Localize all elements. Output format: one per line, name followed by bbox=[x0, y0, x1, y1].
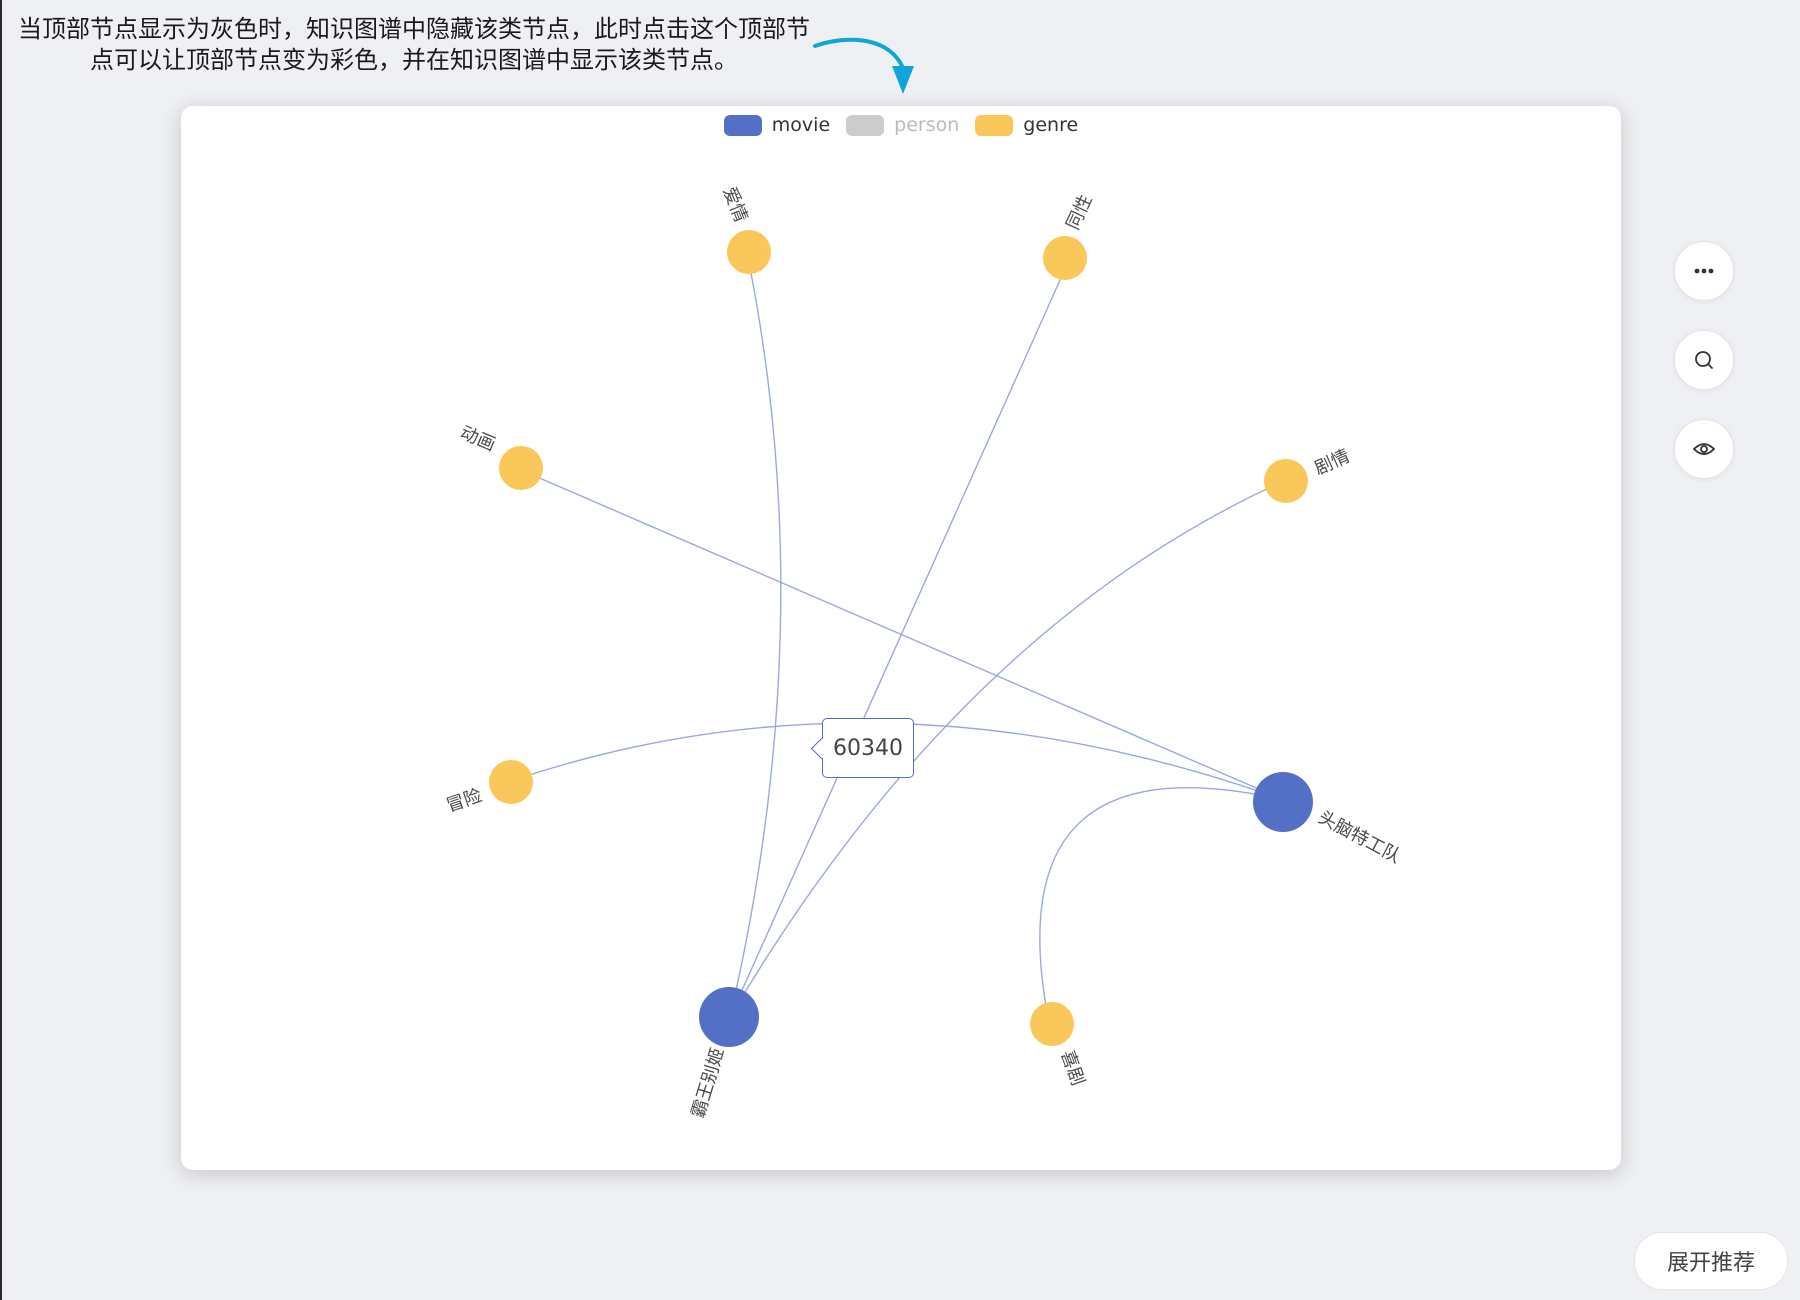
knowledge-graph: 爱情 同性 动画 剧情 冒险 喜剧 头脑特工队 霸王别姬 bbox=[444, 184, 1404, 1120]
graph-panel: movie person genre 爱情 同性 动画 剧情 bbox=[181, 106, 1621, 1170]
legend-swatch-person bbox=[846, 114, 885, 136]
node-label-maoxian: 冒险 bbox=[444, 785, 485, 817]
edge-naotou-donghua bbox=[520, 469, 1285, 801]
node-label-tongxing: 同性 bbox=[1062, 192, 1096, 234]
more-button[interactable] bbox=[1674, 241, 1734, 301]
legend: movie person genre bbox=[181, 114, 1621, 136]
legend-swatch-genre bbox=[975, 114, 1014, 136]
node-label-aiqing: 爱情 bbox=[718, 184, 751, 225]
legend-item-genre[interactable]: genre bbox=[975, 114, 1078, 136]
legend-swatch-movie bbox=[723, 114, 762, 136]
node-movie-bawangbieji[interactable] bbox=[699, 987, 759, 1047]
node-label-donghua: 动画 bbox=[457, 422, 498, 455]
edge-bawangbieji-juqing bbox=[729, 479, 1287, 1018]
legend-label-genre: genre bbox=[1023, 114, 1079, 136]
edge-naotou-xiju bbox=[1039, 787, 1285, 1007]
node-genre-tongxing[interactable] bbox=[1043, 236, 1087, 280]
node-movie-naotou[interactable] bbox=[1253, 772, 1313, 832]
node-genre-maoxian[interactable] bbox=[489, 760, 533, 804]
left-border bbox=[0, 0, 2, 1300]
more-icon bbox=[1694, 268, 1714, 274]
annotation-line-2: 点可以让顶部节点变为彩色，并在知识图谱中显示该类节点。 bbox=[90, 46, 738, 74]
edge-bawangbieji-tongxing bbox=[729, 268, 1066, 1018]
annotation-line-1: 当顶部节点显示为灰色时，知识图谱中隐藏该类节点，此时点击这个顶部节 bbox=[18, 15, 810, 43]
legend-label-person: person bbox=[894, 114, 960, 136]
annotation-text: 当顶部节点显示为灰色时，知识图谱中隐藏该类节点，此时点击这个顶部节 点可以让顶部… bbox=[14, 14, 814, 76]
search-icon bbox=[1695, 351, 1713, 369]
node-genre-aiqing[interactable] bbox=[727, 230, 771, 274]
eye-icon bbox=[1692, 443, 1716, 455]
legend-item-person[interactable]: person bbox=[846, 114, 959, 136]
node-genre-donghua[interactable] bbox=[499, 446, 543, 490]
node-label-xiju: 喜剧 bbox=[1056, 1048, 1088, 1089]
expand-recommend-label: 展开推荐 bbox=[1666, 1251, 1755, 1276]
node-label-bawangbieji: 霸王别姬 bbox=[688, 1045, 729, 1120]
node-genre-xiju[interactable] bbox=[1030, 1002, 1074, 1046]
edge-tooltip: 60340 bbox=[822, 718, 914, 778]
expand-recommend-button[interactable]: 展开推荐 bbox=[1634, 1232, 1788, 1290]
node-genre-juqing[interactable] bbox=[1264, 459, 1308, 503]
annotation-arrow bbox=[813, 37, 914, 94]
node-label-juqing: 剧情 bbox=[1311, 446, 1352, 480]
node-label-naotou: 头脑特工队 bbox=[1315, 807, 1404, 868]
search-button[interactable] bbox=[1674, 330, 1734, 390]
legend-item-movie[interactable]: movie bbox=[723, 114, 831, 136]
visibility-button[interactable] bbox=[1674, 419, 1734, 479]
edge-bawangbieji-aiqing bbox=[729, 262, 782, 1018]
legend-label-movie: movie bbox=[771, 114, 831, 136]
tooltip-value: 60340 bbox=[833, 735, 903, 761]
